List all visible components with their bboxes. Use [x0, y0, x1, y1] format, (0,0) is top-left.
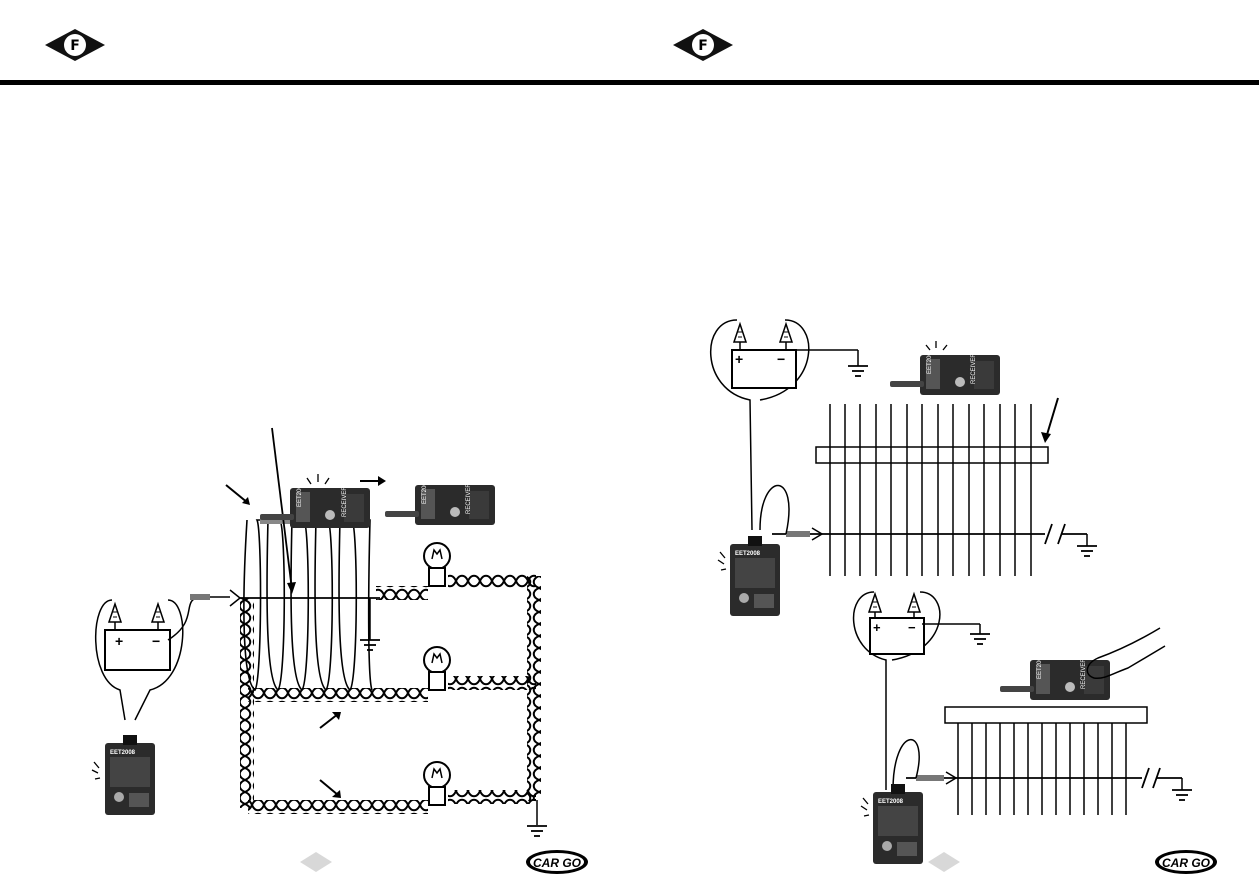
header-rule	[0, 80, 1259, 85]
hand-outline	[1086, 627, 1166, 680]
left-receiver-2-label: RECEIVER	[466, 483, 472, 514]
right-top-battery-plus: +	[735, 351, 743, 367]
right-footer-brand: CAR GO	[1155, 850, 1217, 874]
right-bottom-receiver-model: EET2008	[1037, 653, 1043, 679]
right-bottom-transmitter-model: EET2008	[878, 799, 904, 805]
right-top-battery-minus: −	[777, 351, 785, 367]
left-receiver-2-model: EET2008	[422, 478, 428, 504]
right-top-receiver-label: RECEIVER	[971, 353, 977, 384]
left-receiver-1-model: EET2008	[297, 481, 303, 507]
right-footer-decor	[928, 852, 960, 872]
left-header-logo: F	[45, 29, 105, 61]
right-top-transmitter-model: EET2008	[735, 551, 761, 557]
left-transmitter-model: EET2008	[110, 750, 136, 756]
left-battery-minus: −	[152, 633, 160, 649]
left-diagram: + − EET2008	[91, 427, 588, 874]
left-transmitter: EET2008	[91, 735, 155, 815]
left-receiver-1: EET2008 RECEIVER	[260, 474, 370, 528]
right-bottom-receiver-label: RECEIVER	[1081, 658, 1087, 689]
coil-probe	[243, 518, 373, 692]
left-footer-brand: CAR GO	[526, 850, 588, 874]
left-battery-plus: +	[115, 633, 123, 649]
right-diagram-top: + − EET2008 RECEIVER	[709, 319, 1098, 616]
right-bottom-battery-minus: −	[908, 620, 916, 635]
left-logo-letter: F	[70, 38, 80, 54]
left-battery: + −	[95, 589, 242, 721]
right-header-logo: F	[673, 29, 733, 61]
right-footer-brand-text: CAR GO	[1162, 856, 1211, 870]
left-receiver-2: EET2008 RECEIVER	[385, 478, 495, 525]
left-footer-brand-text: CAR GO	[533, 856, 582, 870]
right-diagram-bottom: + − EET2008 RECEIVER	[852, 591, 1217, 874]
right-logo-letter: F	[698, 38, 708, 54]
left-footer-decor	[300, 852, 332, 872]
right-top-receiver-model: EET2008	[927, 348, 933, 374]
left-receiver-1-label: RECEIVER	[342, 486, 348, 517]
right-bottom-battery-plus: +	[873, 620, 881, 635]
